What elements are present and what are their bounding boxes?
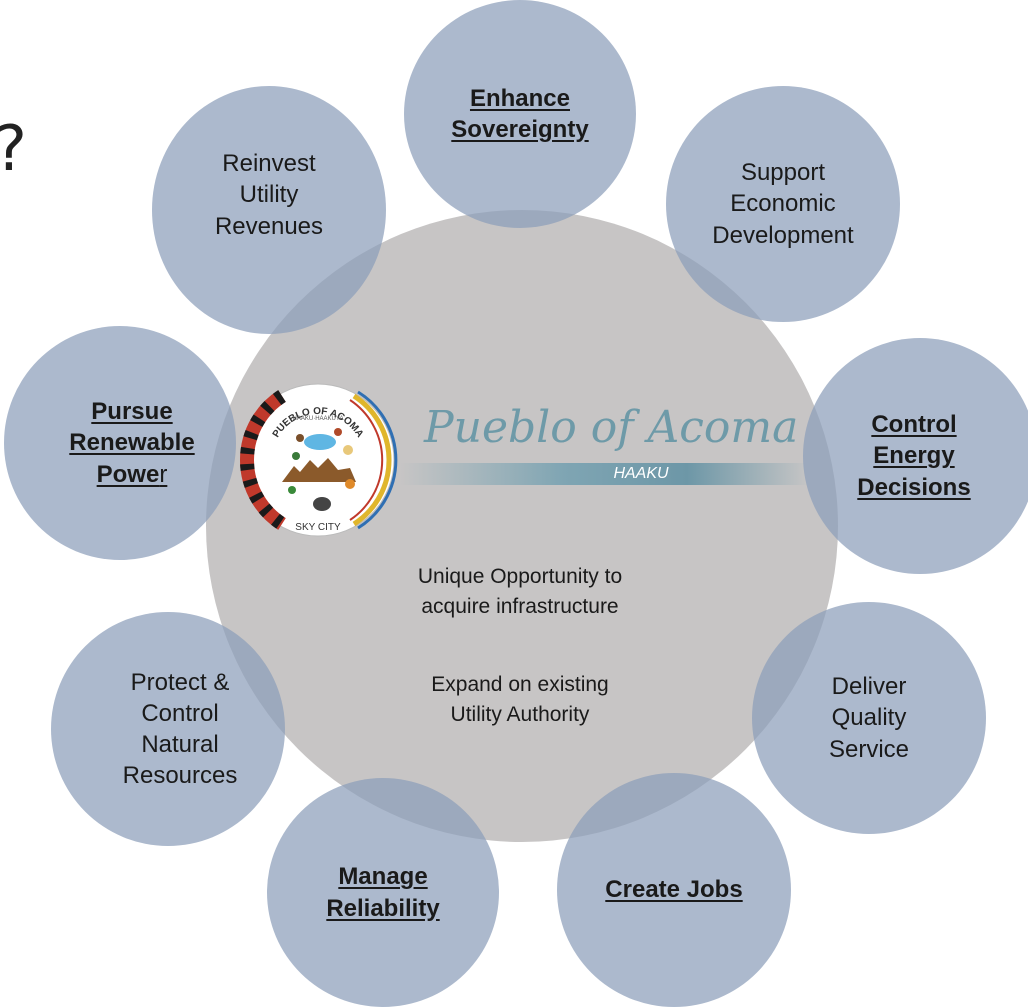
node-label: Manage — [338, 863, 428, 891]
node-label: Natural — [141, 731, 219, 758]
center-text-opportunity: Unique Opportunity to acquire infrastruc… — [330, 562, 710, 623]
node-label: Quality — [831, 704, 907, 732]
node-label: Renewable — [69, 429, 195, 457]
question-mark: ? — [0, 118, 27, 180]
node-label-line3: Power — [69, 459, 194, 490]
node-label: Utility — [239, 181, 299, 209]
center-line-2: acquire infrastructure — [421, 595, 619, 619]
node-label: Economic — [730, 190, 836, 218]
node-label: Support — [740, 159, 826, 187]
logo-subtitle: HAAKU — [613, 465, 669, 482]
center-text-expand: Expand on existing Utility Authority — [330, 670, 710, 731]
node-pursue-renewable-power: Pursue Renewable Power — [4, 326, 236, 560]
node-deliver-quality-service: Deliver Quality Service — [752, 602, 986, 834]
node-label: Control — [871, 411, 957, 439]
node-label-bold-part: Powe — [96, 460, 160, 488]
node-label: Protect & — [130, 668, 230, 696]
pueblo-seal-logo: PUEBLO OF ACOMA HAAKU·HAAKUYA SKY CITY — [240, 383, 398, 537]
node-manage-reliability: Manage Reliability — [267, 778, 499, 1007]
node-control-energy-decisions: Control Energy Decisions — [803, 338, 1028, 574]
node-label: Development — [712, 221, 854, 249]
node-protect-natural-resources: Protect & Control Natural Resources — [51, 612, 285, 846]
node-create-jobs: Create Jobs — [557, 773, 791, 1007]
node-label: Deliver — [831, 673, 907, 701]
node-label: Pursue — [91, 398, 173, 426]
node-label: Control — [141, 699, 219, 727]
node-label: Service — [828, 735, 910, 763]
seal-bottom-text: SKY CITY — [295, 522, 341, 533]
center-line-4: Utility Authority — [450, 703, 590, 727]
node-reinvest-utility-revenues: Reinvest Utility Revenues — [152, 86, 386, 334]
logo-banner-bar — [400, 463, 810, 485]
center-line-1: Unique Opportunity to — [417, 565, 623, 588]
node-label: Revenues — [214, 212, 324, 240]
node-label: Reliability — [326, 894, 440, 922]
node-label: Decisions — [857, 473, 971, 501]
center-line-3: Expand on existing — [431, 673, 609, 696]
node-label-plain-part: r — [159, 460, 168, 488]
logo-script-text: Pueblo of Acoma — [424, 402, 799, 453]
seal-small-text: HAAKU·HAAKUYA — [293, 416, 344, 422]
node-label: Reinvest — [222, 150, 316, 178]
node-label: Sovereignty — [451, 116, 589, 143]
node-label: Enhance — [469, 84, 570, 112]
node-enhance-sovereignty: Enhance Sovereignty — [404, 0, 636, 228]
node-support-economic-development: Support Economic Development — [666, 86, 900, 322]
node-label: Resources — [122, 762, 238, 790]
node-label: Energy — [873, 442, 955, 470]
node-label: Create Jobs — [605, 876, 743, 904]
